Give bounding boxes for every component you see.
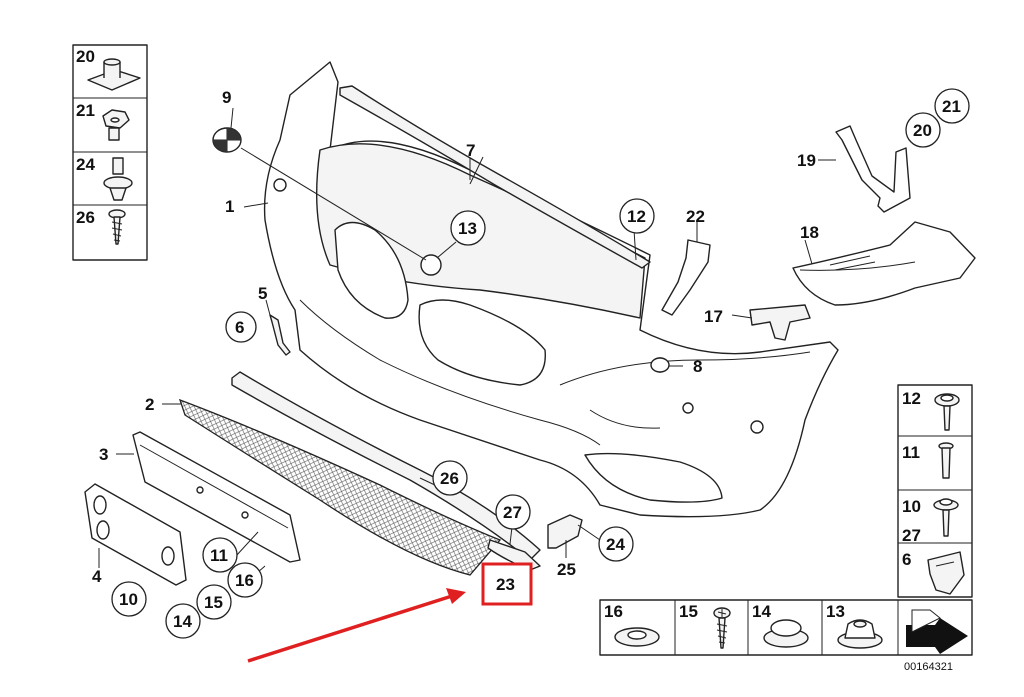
callout-20: 20 bbox=[913, 121, 932, 140]
highlight-box bbox=[481, 562, 533, 606]
pin-icon bbox=[938, 442, 954, 479]
callout-26: 26 bbox=[440, 469, 459, 488]
callout-19: 19 bbox=[797, 151, 816, 170]
arrow-icon bbox=[906, 609, 968, 654]
clip-icon bbox=[269, 314, 291, 356]
red-arrow-icon bbox=[247, 588, 466, 663]
right-table-label-0: 12 bbox=[902, 389, 921, 408]
license-bracket bbox=[132, 431, 301, 563]
callout-15: 15 bbox=[204, 593, 223, 612]
screw-washer-icon-2 bbox=[933, 498, 959, 537]
upper-trim-strip bbox=[339, 85, 651, 269]
left-table-label-0: 20 bbox=[76, 47, 95, 66]
emblem-icon bbox=[212, 127, 242, 153]
expanding-rivet-icon bbox=[103, 157, 133, 201]
callout-8: 8 bbox=[693, 357, 702, 376]
bracket-24 bbox=[547, 514, 583, 549]
callout-22: 22 bbox=[686, 207, 705, 226]
callout-11: 11 bbox=[210, 546, 228, 565]
callout-14: 14 bbox=[173, 612, 192, 631]
callout-16: 16 bbox=[235, 571, 254, 590]
right-table-label-4: 6 bbox=[902, 550, 911, 569]
callout-23: 23 bbox=[496, 575, 515, 594]
callout-17: 17 bbox=[704, 307, 723, 326]
callout-2: 2 bbox=[145, 395, 154, 414]
callouts: 1 2 3 4 5 6 7 8 9 10 11 12 13 14 15 16 1… bbox=[92, 88, 970, 639]
cap-icon bbox=[837, 619, 883, 649]
screw-icon bbox=[108, 209, 126, 245]
clip-nut-icon bbox=[87, 58, 141, 91]
callout-3: 3 bbox=[99, 445, 108, 464]
right-table-label-1: 11 bbox=[902, 443, 920, 462]
left-fastener-table: 20 21 24 26 bbox=[72, 44, 148, 261]
bracket-22 bbox=[661, 239, 711, 316]
right-table-label-3: 27 bbox=[902, 526, 921, 545]
bottom-table-label-2: 14 bbox=[752, 602, 771, 621]
right-fastener-table: 12 11 10 27 6 bbox=[897, 384, 973, 598]
callout-10: 10 bbox=[119, 590, 138, 609]
air-duct bbox=[792, 221, 976, 306]
bottom-table-label-1: 15 bbox=[679, 602, 698, 621]
callout-24: 24 bbox=[606, 535, 625, 554]
callout-25: 25 bbox=[557, 560, 576, 579]
lower-grille bbox=[178, 398, 502, 576]
hex-nut-icon bbox=[102, 109, 130, 141]
callout-7: 7 bbox=[466, 141, 475, 160]
left-table-label-1: 21 bbox=[76, 101, 95, 120]
left-table-label-2: 24 bbox=[76, 155, 95, 174]
callout-4: 4 bbox=[92, 567, 102, 586]
right-table-label-2: 10 bbox=[902, 497, 921, 516]
plug-icon bbox=[763, 619, 809, 648]
bottom-fastener-table: 16 15 14 13 bbox=[599, 599, 973, 656]
spoiler-strip bbox=[231, 371, 541, 561]
diagram-number: 00164321 bbox=[904, 661, 953, 673]
callout-1: 1 bbox=[225, 197, 234, 216]
grommet-icon bbox=[614, 627, 660, 647]
bracket-19 bbox=[835, 125, 911, 213]
callout-6: 6 bbox=[235, 318, 244, 337]
left-table-label-3: 26 bbox=[76, 208, 95, 227]
screw-icon-2 bbox=[713, 607, 731, 649]
bracket-17 bbox=[749, 304, 811, 341]
bottom-table-label-3: 13 bbox=[826, 602, 845, 621]
callout-21: 21 bbox=[942, 97, 961, 116]
callout-18: 18 bbox=[800, 223, 819, 242]
callout-27: 27 bbox=[503, 503, 522, 522]
tow-hook-cover bbox=[650, 357, 670, 373]
screw-washer-icon bbox=[934, 393, 960, 431]
license-plate-base bbox=[84, 483, 187, 586]
callout-13: 13 bbox=[458, 219, 477, 238]
callout-12: 12 bbox=[627, 207, 646, 226]
bottom-table-label-0: 16 bbox=[604, 602, 623, 621]
callout-5: 5 bbox=[258, 284, 267, 303]
callout-9: 9 bbox=[222, 88, 231, 107]
clip-nut-icon-2 bbox=[927, 551, 965, 595]
